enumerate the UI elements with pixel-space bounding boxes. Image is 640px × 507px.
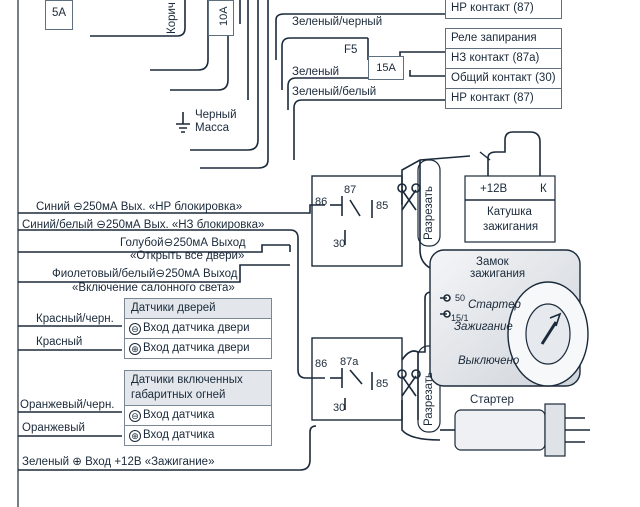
relay1-pin-30: 30 xyxy=(333,238,346,250)
f5-label: F5 xyxy=(344,44,358,56)
lock-position-starter: Стартер xyxy=(468,299,521,311)
door-input-plus-label: Вход датчика двери xyxy=(143,342,250,354)
door-sensor-input-plus: ⊕Вход датчика двери xyxy=(125,338,271,358)
starter-label: Стартер xyxy=(470,394,514,406)
output-blue-white-nc: Синий/белый ⊖250мА Вых. «НЗ блокировка» xyxy=(22,219,265,231)
fuse-15a: 15A xyxy=(368,56,404,80)
lock-relay-box: Реле запирания НЗ контакт (87а) Общий ко… xyxy=(445,28,562,109)
coil-plus12: +12В xyxy=(480,183,508,195)
light-input-plus-label: Вход датчика xyxy=(143,429,215,441)
lock-relay-common: Общий контакт (30) xyxy=(446,68,561,88)
green-black-wire-label: Зеленый/черный xyxy=(292,16,383,28)
ground-label: Черный Масса xyxy=(195,109,237,134)
relay2-pin-86: 86 xyxy=(315,358,328,370)
output-violet-line1: Фиолетовый/белый⊖250мА Выход xyxy=(52,268,238,280)
output-blue-no: Синий ⊖250мА Вых. «НР блокировка» xyxy=(36,201,243,213)
relay2-pin-30: 30 xyxy=(333,402,346,414)
wire-red-black: Красный/черн. xyxy=(36,313,114,325)
output-light-blue-line1: Голубой⊖250мА Выход xyxy=(120,237,246,249)
light-sensors-panel: Датчики включенных габаритных огней ⊖Вхо… xyxy=(124,370,272,446)
light-sensors-title-1: Датчики включенных xyxy=(131,374,243,386)
relay1-pin-85: 85 xyxy=(376,200,389,212)
plus-symbol-icon: ⊕ xyxy=(129,430,141,442)
lock-title-2: зажигания xyxy=(470,268,526,280)
minus-symbol-icon: ⊖ xyxy=(129,410,141,422)
light-sensors-title-2: габаритных огней xyxy=(131,389,226,401)
lock-pin-15: 15/1 xyxy=(451,313,469,323)
fuse-10a-label: 10A xyxy=(218,6,230,26)
relay2-pin-87a: 87а xyxy=(340,356,359,368)
output-light-blue-line2: «Открыть все двери» xyxy=(130,250,245,262)
light-sensor-input-minus: ⊖Вход датчика xyxy=(125,405,271,425)
wire-red: Красный xyxy=(36,336,83,348)
top-contact-box: НР контакт (87) xyxy=(445,0,562,19)
lock-title-1: Замок xyxy=(476,256,509,268)
fuse-15a-label: 15A xyxy=(376,62,396,74)
light-input-minus-label: Вход датчика xyxy=(143,409,215,421)
relay1-pin-86: 86 xyxy=(315,196,328,208)
door-sensors-title: Датчики дверей xyxy=(131,302,216,314)
relay2-pin-85: 85 xyxy=(376,378,389,390)
relay1-pin-87: 87 xyxy=(344,184,357,196)
fuse-5a-label: 5A xyxy=(51,7,67,19)
plus-symbol-icon: ⊕ xyxy=(129,343,141,355)
lock-position-off: Выключено xyxy=(458,355,520,367)
brown-wire-label: Корич xyxy=(166,2,178,34)
wire-orange: Оранжевый xyxy=(22,422,85,434)
wire-orange-black: Оранжевый/черн. xyxy=(20,399,115,411)
ignition-input-label: Зеленый ⊕ Вход +12В «Зажигание» xyxy=(22,456,215,468)
cut-label-2: Разрезать xyxy=(423,371,435,426)
door-sensors-panel: Датчики дверей ⊖Вход датчика двери ⊕Вход… xyxy=(124,298,272,359)
coil-k: К xyxy=(540,183,547,195)
lock-relay-title: Реле запирания xyxy=(451,32,537,44)
lock-position-ignition: Зажигание xyxy=(454,321,513,333)
cut-label-1: Разрезать xyxy=(423,185,435,240)
lock-relay-no: НР контакт (87) xyxy=(446,88,561,108)
fuse-5a: 5A xyxy=(45,0,73,30)
coil-title-1: Катушка xyxy=(487,206,532,218)
minus-symbol-icon: ⊖ xyxy=(129,323,141,335)
door-sensor-input-minus: ⊖Вход датчика двери xyxy=(125,318,271,338)
coil-title-2: зажигания xyxy=(483,221,539,233)
fuse-10a: 10A xyxy=(208,0,234,36)
output-violet-line2: «Включение салонного света» xyxy=(72,282,235,294)
door-input-minus-label: Вход датчика двери xyxy=(143,322,250,334)
green-wire-label: Зеленый xyxy=(292,66,340,78)
top-contact-no: НР контакт (87) xyxy=(451,2,534,14)
lock-pin-50: 50 xyxy=(455,293,466,303)
light-sensor-input-plus: ⊕Вход датчика xyxy=(125,425,271,445)
green-white-wire-label: Зеленый/белый xyxy=(292,86,377,98)
lock-relay-nc: НЗ контакт (87а) xyxy=(446,48,561,68)
